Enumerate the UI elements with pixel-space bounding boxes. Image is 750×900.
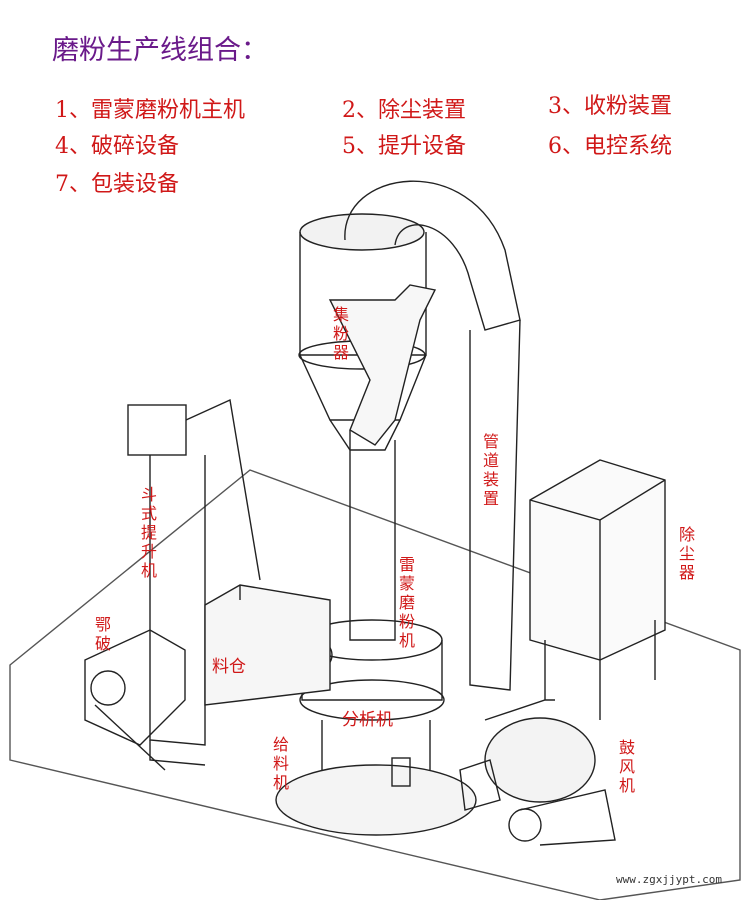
legend-item-5: 5、提升设备 <box>342 134 466 159</box>
jaw-crusher <box>84 629 186 771</box>
duct-pipe <box>328 180 521 691</box>
blower <box>459 699 616 846</box>
legend-item-1: 1、雷蒙磨粉机主机 <box>55 98 245 123</box>
label-feeder: 给料机 <box>272 735 289 792</box>
legend-item-3: 3、收粉装置 <box>548 94 672 119</box>
page-title: 磨粉生产线组合： <box>52 35 268 66</box>
legend-item-4: 4、破碎设备 <box>55 134 179 159</box>
label-bin: 料仓 <box>212 657 246 677</box>
legend-item-7: 7、包装设备 <box>55 172 179 197</box>
label-dust-collector: 除尘器 <box>678 525 695 582</box>
label-jaw-crusher: 鄂破 <box>94 615 111 653</box>
watermark: www.zgxjjypt.com <box>616 873 722 886</box>
dust-collector <box>529 459 666 720</box>
bucket-elevator <box>127 398 261 766</box>
label-blower: 鼓风机 <box>618 738 635 795</box>
legend-item-6: 6、电控系统 <box>548 134 672 159</box>
label-collector: 集粉器 <box>332 305 349 362</box>
legend-item-2: 2、除尘装置 <box>342 98 466 123</box>
label-pipe: 管道装置 <box>482 432 499 508</box>
label-raymond-mill: 雷蒙磨粉机 <box>398 555 415 650</box>
label-classifier: 分析机 <box>342 710 393 730</box>
bin <box>204 584 331 706</box>
powder-collector <box>298 213 427 451</box>
label-elevator: 斗式提升机 <box>140 485 157 580</box>
